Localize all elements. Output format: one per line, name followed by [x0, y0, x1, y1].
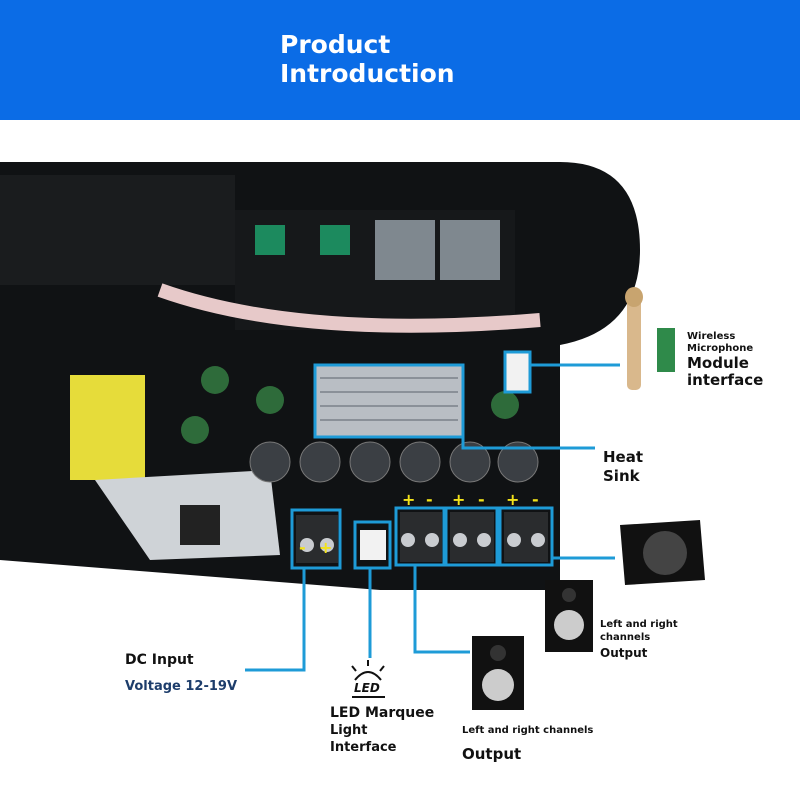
output-right-text-1: Left and right [600, 619, 678, 630]
led-label: LED Marquee Light Interface [330, 705, 434, 756]
led-text-2: Light [330, 723, 368, 738]
page-title: Product Introduction [280, 30, 455, 88]
sign: + [402, 490, 416, 509]
dc-callout-box [290, 508, 342, 570]
wireless-text-3: Module [687, 354, 749, 372]
sign: - [532, 490, 539, 509]
led-icon-text: LED [354, 681, 380, 695]
sign: + [506, 490, 520, 509]
sign: + [319, 538, 333, 557]
dc-voltage: Voltage 12-19V [125, 679, 238, 694]
wireless-callout-box [503, 350, 532, 394]
callout-lines [245, 350, 620, 672]
heat-sink [315, 365, 463, 437]
sink-text: Sink [603, 467, 640, 485]
header-banner: Product Introduction [0, 0, 800, 120]
speaker-images [472, 520, 705, 710]
output-right-label: Left and right channels Output [600, 618, 678, 660]
led-callout-box [353, 520, 392, 570]
led-text-3: Interface [330, 740, 397, 755]
capacitor [255, 225, 285, 255]
wireless-label: Wireless Microphone Module interface [687, 331, 763, 389]
sign: - [478, 490, 485, 509]
wireless-text-1: Wireless [687, 331, 736, 342]
title-line-2: Introduction [280, 59, 455, 88]
relay [440, 220, 500, 280]
sign: + [452, 490, 466, 509]
wireless-text-4: interface [687, 371, 764, 389]
heatsink-callout-box [313, 363, 465, 439]
output-bottom-big: Output [462, 745, 522, 763]
output-right-text-3: Output [600, 646, 648, 660]
amplifier-board [0, 162, 640, 590]
microphone-image [625, 287, 675, 390]
relay [375, 220, 435, 280]
led-text-1: LED Marquee [330, 705, 435, 721]
wireless-text-2: Microphone [687, 343, 754, 354]
transformer [70, 375, 145, 480]
output-bottom-small: Left and right channels [462, 725, 594, 736]
heat-text: Heat [603, 448, 644, 466]
capacitor [320, 225, 350, 255]
sign: - [299, 538, 306, 557]
title-line-1: Product [280, 30, 391, 59]
heatsink-label: Heat Sink [603, 448, 643, 486]
display-panel [0, 175, 235, 285]
sign: - [426, 490, 433, 509]
output-right-text-2: channels [600, 632, 651, 643]
dc-input-title: DC Input [125, 652, 194, 668]
led-icon [351, 660, 385, 698]
